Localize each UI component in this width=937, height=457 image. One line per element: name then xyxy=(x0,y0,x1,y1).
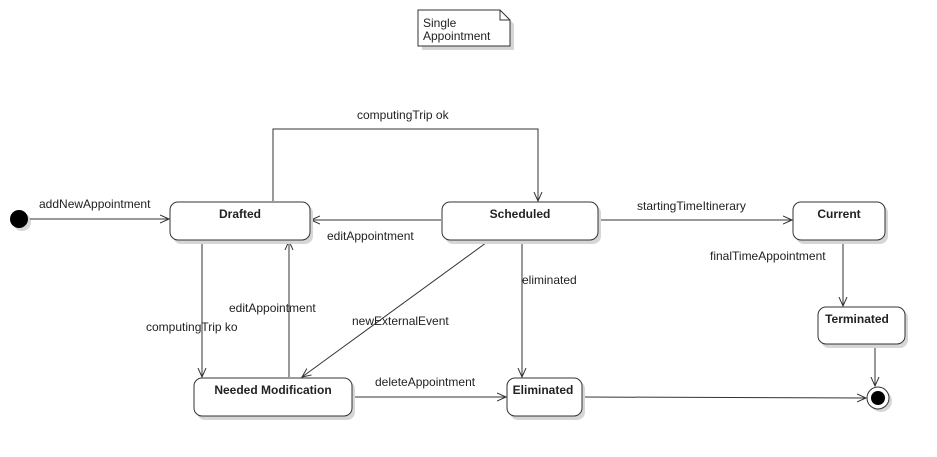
diagram-note: Single Appointment xyxy=(417,9,514,50)
transitions xyxy=(30,128,875,398)
initial-state xyxy=(10,210,31,231)
state-needed-modification: Needed Modification xyxy=(193,377,355,420)
state-terminated: Terminated xyxy=(817,306,908,348)
state-scheduled-label: Scheduled xyxy=(490,207,551,221)
label-edit-appointment-scheduled: editAppointment xyxy=(327,229,414,243)
label-delete-appointment: deleteAppointment xyxy=(375,375,476,389)
state-drafted: Drafted xyxy=(169,201,313,244)
state-scheduled: Scheduled xyxy=(441,201,601,244)
label-edit-appointment-modification: editAppointment xyxy=(229,301,316,315)
state-current: Current xyxy=(792,201,888,244)
edge-new-external-event xyxy=(302,239,491,377)
final-state xyxy=(866,386,892,412)
edge-computing-trip-ok xyxy=(272,128,538,201)
state-current-label: Current xyxy=(817,207,860,221)
note-line-2: Appointment xyxy=(423,29,491,43)
note-line-1: Single xyxy=(423,16,457,30)
label-computing-trip-ko: computingTrip ko xyxy=(146,320,238,334)
label-eliminated: eliminated xyxy=(522,273,577,287)
label-final-time-appointment: finalTimeAppointment xyxy=(710,249,826,263)
state-eliminated: Eliminated xyxy=(506,377,585,420)
transition-labels: addNewAppointment computingTrip ok editA… xyxy=(39,108,826,389)
state-drafted-label: Drafted xyxy=(219,207,261,221)
edge-eliminated-to-final xyxy=(581,397,866,398)
label-computing-trip-ok: computingTrip ok xyxy=(357,108,450,122)
state-terminated-label: Terminated xyxy=(825,312,889,326)
label-new-external-event: newExternalEvent xyxy=(352,314,449,328)
label-starting-time-itinerary: startingTimeItinerary xyxy=(637,199,746,213)
state-needed-modification-label: Needed Modification xyxy=(214,383,331,397)
state-eliminated-label: Eliminated xyxy=(513,383,574,397)
label-add-new-appointment: addNewAppointment xyxy=(39,197,151,211)
